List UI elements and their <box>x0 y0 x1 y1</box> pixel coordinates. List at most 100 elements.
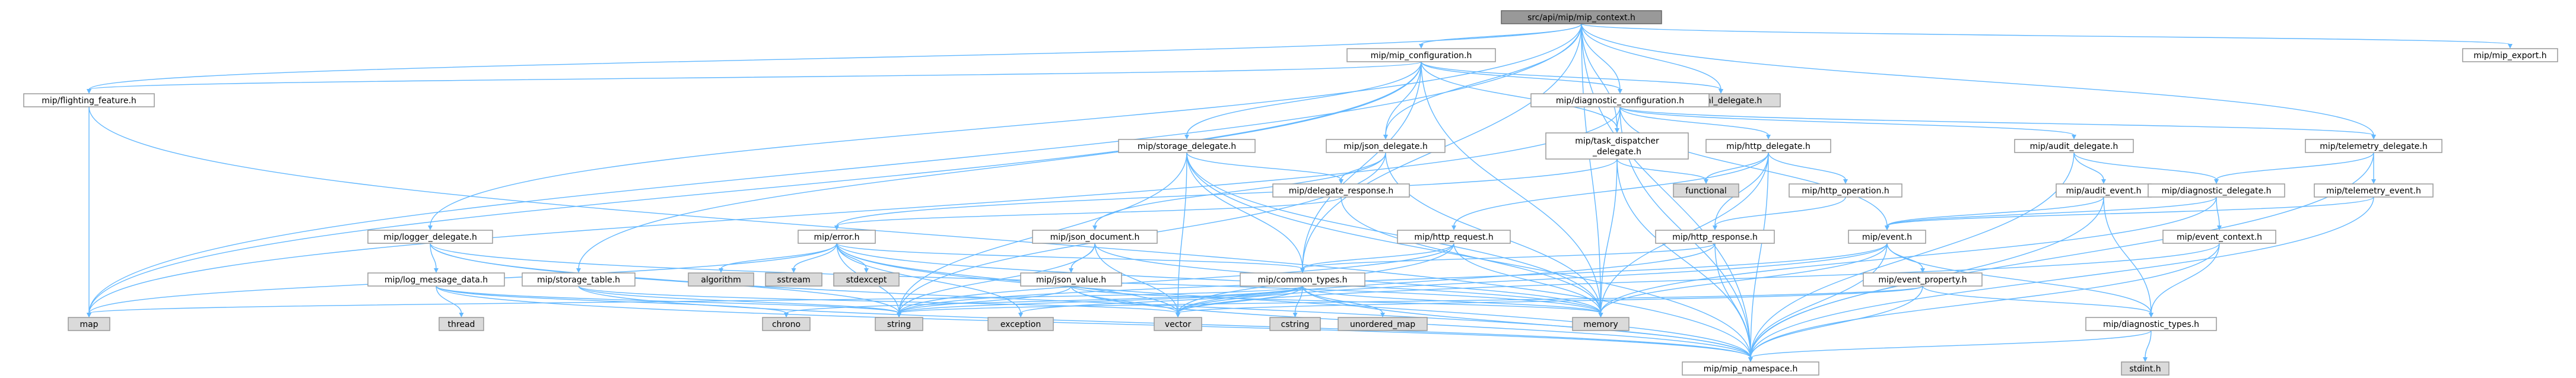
edge-http_delegate-to-functional <box>1705 152 1769 180</box>
edge-error-to-mip_namespace <box>836 243 1751 358</box>
edge-root-to-logger_delegate <box>430 23 1582 227</box>
node-event-context[interactable]: mip/event_context.h <box>2162 230 2276 244</box>
node-label: mip/telemetry_event.h <box>2326 186 2421 196</box>
node-event-property[interactable]: mip/event_property.h <box>1863 272 1983 287</box>
node-json-delegate[interactable]: mip/json_delegate.h <box>1326 139 1446 153</box>
arrowhead-mip_configuration-to-xml_delegate <box>1719 89 1723 94</box>
node-label: mip/log_message_data.h <box>385 275 488 285</box>
edge-mip_configuration-to-map <box>88 61 1422 314</box>
node-json-document[interactable]: mip/json_document.h <box>1032 230 1158 244</box>
node-box <box>68 317 110 331</box>
edge-common_types-to-string <box>898 285 1303 314</box>
node-box <box>1118 139 1256 153</box>
node-event[interactable]: mip/event.h <box>1848 230 1926 244</box>
edge-event_context-to-mip_namespace <box>1750 243 2220 358</box>
edge-http_delegate-to-mip_namespace <box>1750 152 1769 358</box>
node-telemetry-delegate[interactable]: mip/telemetry_delegate.h <box>2305 139 2442 153</box>
node-label: vector <box>1165 320 1192 329</box>
node-thread: thread <box>439 317 484 331</box>
node-box <box>1338 317 1428 331</box>
edge-common_types-to-vector <box>1177 285 1303 314</box>
edge-error-to-exception <box>836 243 1021 314</box>
arrowhead-error-to-stdexcept <box>864 268 869 273</box>
node-box <box>1572 317 1630 331</box>
edge-http_delegate-to-http_response <box>1714 152 1769 227</box>
node-flighting-feature[interactable]: mip/flighting_feature.h <box>23 93 155 107</box>
node-root[interactable]: src/api/mip/mip_context.h <box>1501 10 1662 24</box>
node-common-types[interactable]: mip/common_types.h <box>1240 272 1365 287</box>
node-label: mip/logger_delegate.h <box>383 233 477 242</box>
node-http-response[interactable]: mip/http_response.h <box>1655 230 1775 244</box>
node-storage-table[interactable]: mip/storage_table.h <box>522 272 636 287</box>
node-box <box>1848 230 1926 244</box>
edge-json_value-to-string <box>898 285 1072 314</box>
edge-telemetry_event-to-mip_namespace <box>1750 196 2374 358</box>
node-label: chrono <box>772 320 801 329</box>
edge-error-to-memory <box>836 243 1602 314</box>
edge-error-to-sstream <box>793 243 837 269</box>
node-delegate-response[interactable]: mip/delegate_response.h <box>1272 183 1410 198</box>
edge-error-to-common_types <box>836 243 1303 269</box>
node-http-delegate[interactable]: mip/http_delegate.h <box>1705 139 1831 153</box>
node-error[interactable]: mip/error.h <box>798 230 876 244</box>
edge-json_document-to-string <box>898 243 1095 314</box>
arrowhead-event_property-to-diagnostic_types <box>2149 313 2153 317</box>
arrowhead-http_delegate-to-http_request <box>1451 225 1456 230</box>
edge-diagnostic_configuration-to-telemetry_delegate <box>1619 106 2374 136</box>
node-label: mip/json_document.h <box>1050 233 1140 242</box>
node-memory: memory <box>1572 317 1630 331</box>
node-storage-delegate[interactable]: mip/storage_delegate.h <box>1118 139 1256 153</box>
edge-http_delegate-to-http_request <box>1453 152 1769 227</box>
edge-audit_delegate-to-audit_event <box>2073 152 2104 180</box>
node-box <box>688 272 754 287</box>
arrowhead-common_types-to-chrono <box>784 313 789 317</box>
node-vector: vector <box>1154 317 1202 331</box>
edge-root-to-xml_delegate <box>1581 23 1721 90</box>
edge-audit_delegate-to-mip_namespace <box>1750 152 2075 358</box>
edge-json_delegate-to-delegate_response <box>1341 152 1386 180</box>
edge-http_operation-to-http_response <box>1714 196 1846 227</box>
node-logger-delegate[interactable]: mip/logger_delegate.h <box>367 230 493 244</box>
node-box <box>1346 48 1496 62</box>
node-http-operation[interactable]: mip/http_operation.h <box>1789 183 1902 198</box>
edge-diagnostic_types-to-stdint <box>2145 330 2152 358</box>
node-label: mip/flighting_feature.h <box>42 96 136 106</box>
node-http-request[interactable]: mip/http_request.h <box>1397 230 1511 244</box>
node-label: mip/json_delegate.h <box>1343 142 1428 151</box>
edge-diagnostic_configuration-to-audit_delegate <box>1619 106 2075 136</box>
arrowhead-mip_configuration-to-diagnostic_configuration <box>1618 89 1622 94</box>
node-diagnostic-types[interactable]: mip/diagnostic_types.h <box>2085 317 2217 331</box>
node-mip-configuration[interactable]: mip/mip_configuration.h <box>1346 48 1496 62</box>
node-label: mip/audit_event.h <box>2066 186 2141 196</box>
node-mip-export[interactable]: mip/mip_export.h <box>2462 48 2558 62</box>
node-task-dispatcher-delegate[interactable]: mip/task_dispatcher_delegate.h <box>1545 132 1689 160</box>
arrowhead-diagnostic_delegate-to-event_context <box>2217 225 2222 230</box>
node-unordered-map: unordered_map <box>1338 317 1428 331</box>
node-exception: exception <box>987 317 1054 331</box>
edge-logger_delegate-to-log_message_data <box>430 243 437 269</box>
node-label: mip/http_delegate.h <box>1726 142 1810 151</box>
arrowhead-telemetry_delegate-to-diagnostic_delegate <box>2214 179 2219 184</box>
node-audit-delegate[interactable]: mip/audit_delegate.h <box>2014 139 2134 153</box>
arrowhead-mip_configuration-to-storage_delegate <box>1184 135 1189 139</box>
edge-telemetry_delegate-to-diagnostic_delegate <box>2216 152 2374 180</box>
arrowhead-http_response-to-common_types <box>1300 268 1305 273</box>
node-diagnostic-delegate[interactable]: mip/diagnostic_delegate.h <box>2148 183 2285 198</box>
node-box <box>2085 317 2217 331</box>
node-diagnostic-configuration[interactable]: mip/diagnostic_configuration.h <box>1530 93 1710 107</box>
node-log-message-data[interactable]: mip/log_message_data.h <box>367 272 505 287</box>
node-audit-event[interactable]: mip/audit_event.h <box>2056 183 2152 198</box>
node-box <box>1326 139 1446 153</box>
edge-event_property-to-diagnostic_types <box>1922 285 2152 314</box>
arrowhead-diagnostic_types-to-mip_namespace <box>1748 357 1753 362</box>
arrowhead-diagnostic_configuration-to-audit_delegate <box>2072 135 2076 139</box>
node-label: mip/audit_delegate.h <box>2030 142 2118 151</box>
node-map: map <box>68 317 110 331</box>
edge-root-to-map <box>88 23 1582 314</box>
node-telemetry-event[interactable]: mip/telemetry_event.h <box>2314 183 2434 198</box>
node-mip-namespace[interactable]: mip/mip_namespace.h <box>1682 361 1819 376</box>
edge-task_dispatcher_delegate-to-memory <box>1600 158 1618 314</box>
node-label: exception <box>1000 320 1041 329</box>
node-box <box>2162 230 2276 244</box>
node-json-value[interactable]: mip/json_value.h <box>1020 272 1122 287</box>
